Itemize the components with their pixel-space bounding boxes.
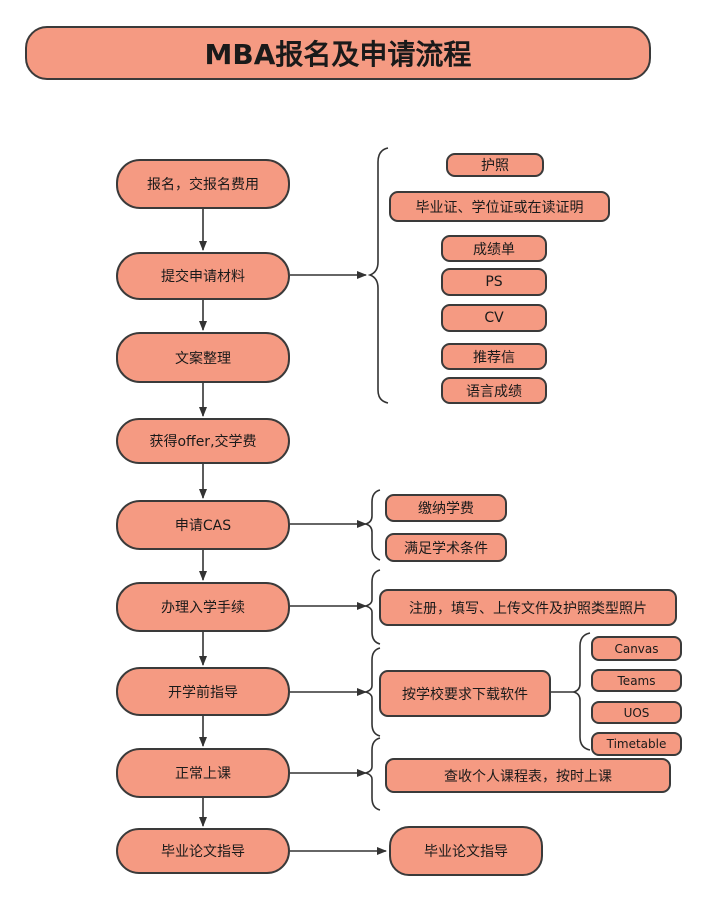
material-passport: 护照 — [446, 153, 544, 177]
enroll-detail: 注册，填写、上传文件及护照类型照片 — [379, 589, 677, 626]
cas-academic-conditions: 满足学术条件 — [385, 533, 507, 562]
software-teams: Teams — [591, 669, 682, 692]
step-offer: 获得offer,交学费 — [116, 418, 290, 464]
material-recommendation: 推荐信 — [441, 343, 547, 370]
step-document-editing: 文案整理 — [116, 332, 290, 383]
thesis-detail: 毕业论文指导 — [389, 826, 543, 876]
material-diploma: 毕业证、学位证或在读证明 — [389, 191, 610, 222]
step-register: 报名，交报名费用 — [116, 159, 290, 209]
software-canvas: Canvas — [591, 636, 682, 661]
material-transcript: 成绩单 — [441, 235, 547, 262]
software-uos: UOS — [591, 701, 682, 724]
material-cv: CV — [441, 304, 547, 332]
step-apply-cas: 申请CAS — [116, 500, 290, 550]
step-regular-classes: 正常上课 — [116, 748, 290, 798]
page-title: MBA报名及申请流程 — [25, 26, 651, 80]
cas-pay-tuition: 缴纳学费 — [385, 494, 507, 522]
step-submit-materials: 提交申请材料 — [116, 252, 290, 300]
material-language-score: 语言成绩 — [441, 377, 547, 404]
step-enrollment: 办理入学手续 — [116, 582, 290, 632]
step-thesis-guidance: 毕业论文指导 — [116, 828, 290, 874]
step-pre-arrival-guidance: 开学前指导 — [116, 667, 290, 716]
software-timetable: Timetable — [591, 732, 682, 756]
software-detail: 按学校要求下载软件 — [379, 670, 551, 717]
material-ps: PS — [441, 268, 547, 296]
class-detail: 查收个人课程表，按时上课 — [385, 758, 671, 793]
